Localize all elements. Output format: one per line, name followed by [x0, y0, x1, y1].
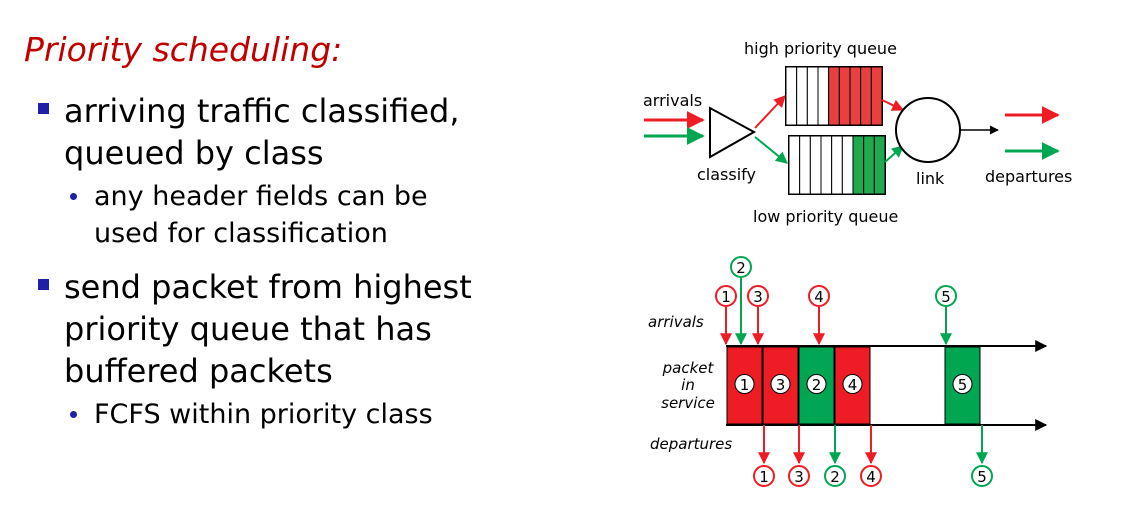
arrival-packet-marker-3 — [747, 285, 769, 307]
high-queue-packet-slot — [870, 66, 883, 126]
link-label: link — [916, 169, 945, 188]
classifier-triangle — [709, 106, 757, 159]
service-packet-number-1: 1 — [740, 376, 750, 394]
low-queue-label: low priority queue — [753, 207, 898, 226]
timeline-arrivals-label: arrivals — [648, 313, 704, 331]
service-packet-number-2: 2 — [812, 376, 822, 394]
service-packet-number-3: 3 — [776, 376, 786, 394]
service-label-in: in — [681, 376, 695, 394]
low-queue-empty-slot — [841, 135, 854, 195]
timeline-diagram: arrivals packet in service departures 1 3… — [648, 256, 1048, 487]
low-queue-empty-slot — [799, 135, 811, 195]
sub-bullet-text-line: used for classification — [94, 218, 388, 249]
arrival-packet-number-4: 4 — [814, 288, 824, 306]
departure-packet-number-5: 5 — [977, 468, 987, 486]
high-queue-empty-slot — [796, 66, 808, 126]
service-packet-number-5: 5 — [958, 376, 968, 394]
slide-title: Priority scheduling: — [24, 30, 343, 69]
bullet-send-packet: send packet from highest priority queue … — [36, 266, 596, 392]
bullet-text-line: send packet from highest — [64, 268, 472, 306]
round-bullet-icon — [70, 193, 77, 200]
bullet-text-line: queued by class — [64, 134, 324, 172]
departure-packet-number-1: 1 — [759, 468, 769, 486]
square-bullet-icon — [38, 103, 49, 114]
departure-packet-marker-3 — [788, 465, 810, 487]
low-queue-empty-slot — [820, 135, 833, 195]
bullet-list: arriving traffic classified, queued by c… — [36, 90, 596, 433]
departure-packet-number-3: 3 — [794, 468, 804, 486]
low-queue-empty-slot — [788, 135, 801, 195]
service-packet-marker-4 — [842, 374, 863, 394]
bullet-arriving-traffic: arriving traffic classified, queued by c… — [36, 90, 596, 174]
service-packet-number-4: 4 — [848, 376, 858, 394]
low-queue-packet-slot — [863, 135, 875, 195]
high-queue-packet-slot — [860, 66, 872, 126]
high-queue-empty-slot — [817, 66, 830, 126]
arrival-packet-number-2: 2 — [736, 259, 746, 277]
service-packet-marker-2 — [806, 374, 827, 394]
bullet-text-line: arriving traffic classified, — [64, 92, 460, 130]
service-packet-marker-1 — [734, 374, 755, 394]
high-queue-label: high priority queue — [744, 39, 897, 58]
service-packet-marker-3 — [770, 374, 791, 394]
arrival-packet-marker-5 — [935, 285, 957, 307]
low-queue-empty-slot — [831, 135, 843, 195]
high-priority-queue — [785, 66, 883, 126]
link-circle — [895, 97, 961, 163]
arrivals-label: arrivals — [643, 91, 702, 110]
high-queue-packet-slot — [849, 66, 862, 126]
sub-bullet-fcfs: FCFS within priority class — [36, 396, 596, 433]
arrival-packet-number-1: 1 — [721, 288, 731, 306]
low-priority-queue — [788, 135, 886, 195]
queue-diagram: arrivals classify high priority queue lo… — [643, 39, 1072, 226]
arrival-packet-marker-2 — [730, 256, 752, 278]
bullet-text-line: priority queue that has — [64, 310, 432, 348]
departure-packet-marker-4 — [860, 465, 882, 487]
classify-to-high-arrow — [754, 95, 786, 129]
low-to-link-arrow — [884, 145, 904, 163]
sub-bullet-text-line: any header fields can be — [94, 181, 428, 212]
departure-packet-marker-2 — [824, 465, 846, 487]
service-packet-marker-5 — [952, 374, 973, 394]
square-bullet-icon — [38, 279, 49, 290]
bullet-text-line: buffered packets — [64, 352, 333, 390]
sub-bullet-header-fields: any header fields can be used for classi… — [36, 178, 596, 252]
arrival-packet-number-5: 5 — [941, 288, 951, 306]
high-to-link-arrow — [881, 99, 905, 111]
service-label-packet: packet — [662, 359, 715, 377]
round-bullet-icon — [70, 411, 77, 418]
arrival-packet-marker-1 — [715, 285, 737, 307]
service-block-4 — [834, 346, 871, 425]
sub-bullet-text-line: FCFS within priority class — [94, 399, 433, 430]
departure-packet-number-4: 4 — [866, 468, 876, 486]
high-queue-empty-slot — [806, 66, 819, 126]
high-queue-empty-slot — [785, 66, 798, 126]
low-queue-packet-slot — [873, 135, 886, 195]
arrival-packet-marker-4 — [808, 285, 830, 307]
service-label-service: service — [661, 394, 715, 412]
low-queue-packet-slot — [852, 135, 865, 195]
classify-label: classify — [697, 165, 756, 184]
low-queue-empty-slot — [809, 135, 822, 195]
departures-label: departures — [985, 167, 1072, 186]
arrival-packet-number-3: 3 — [753, 288, 763, 306]
high-queue-packet-slot — [828, 66, 840, 126]
departure-packet-number-2: 2 — [830, 468, 840, 486]
classify-to-low-arrow — [754, 136, 788, 164]
departure-packet-marker-5 — [971, 465, 993, 487]
departure-packet-marker-1 — [753, 465, 775, 487]
high-queue-packet-slot — [838, 66, 851, 126]
timeline-departures-label: departures — [650, 435, 732, 453]
